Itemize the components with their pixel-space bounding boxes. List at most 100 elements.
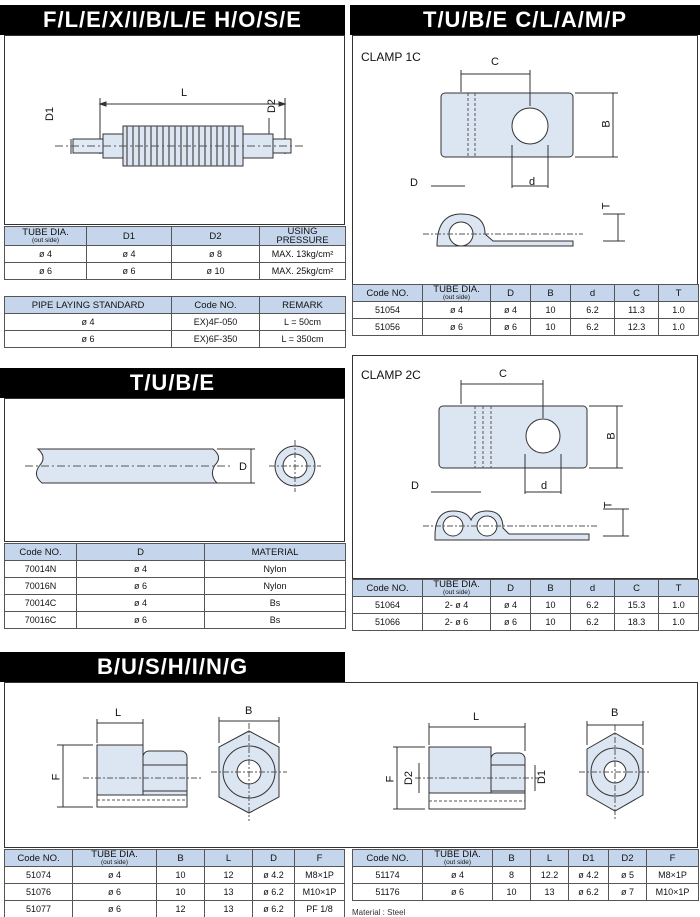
column-header-text: TUBE DIA.: [433, 284, 480, 295]
table-cell: 12.3: [614, 318, 659, 336]
table-cell: ø 5: [608, 866, 647, 884]
tube-title: T/U/B/E: [0, 368, 345, 398]
table-cell: 51054: [352, 301, 423, 319]
table-cell: M10×1P: [294, 883, 345, 901]
table-cell: ø 6: [86, 262, 172, 280]
table-cell: ø 6: [76, 577, 205, 595]
dim-label-D: D: [239, 461, 247, 473]
column-header: PIPE LAYING STANDARD: [4, 296, 172, 314]
table-cell: 51076: [4, 883, 73, 901]
table-cell: 8: [492, 866, 531, 884]
dim-label-d: d: [529, 176, 536, 188]
table-cell: ø 4: [86, 245, 172, 263]
column-header-text: D2: [209, 230, 222, 242]
table-cell: Nylon: [204, 560, 346, 578]
column-header: F: [646, 849, 699, 867]
column-header-subtext: (out side): [443, 859, 472, 866]
column-header-text: D1: [582, 852, 595, 864]
table-cell: ø 6: [490, 318, 531, 336]
tube-clamp-title: T/U/B/E C/L/A/M/P: [350, 5, 700, 35]
table-cell: Bs: [204, 594, 346, 612]
table-cell: Bs: [204, 611, 346, 629]
table-cell: MAX. 25kg/cm²: [259, 262, 346, 280]
column-header: REMARK: [259, 296, 346, 314]
column-header-text: TUBE DIA.: [433, 579, 480, 590]
column-header-text: D1: [122, 230, 136, 242]
column-header: D: [252, 849, 295, 867]
column-header-text: F: [316, 852, 323, 864]
clamp-2c-label: CLAMP 2C: [361, 368, 421, 382]
column-header-text: d: [589, 582, 596, 594]
table-cell: 2- ø 4: [422, 596, 491, 614]
table-cell: 12: [204, 866, 253, 884]
table-cell: 1.0: [658, 301, 699, 319]
table-cell: 1.0: [658, 613, 699, 631]
column-header-text: T: [675, 582, 682, 594]
column-header: TUBE DIA.(out side): [422, 849, 493, 867]
table-cell: ø 6: [4, 330, 172, 348]
column-header: TUBE DIA.(out side): [422, 579, 491, 597]
column-header: Code NO.: [4, 543, 77, 561]
column-header-text: C: [633, 582, 640, 594]
table-cell: ø 6.2: [568, 883, 609, 901]
dim-label-F: F: [50, 773, 63, 781]
column-header-text: Code NO.: [19, 546, 62, 558]
table-cell: 10: [156, 866, 205, 884]
column-header-text: Code NO.: [366, 287, 409, 299]
table-cell: ø 6: [422, 883, 493, 901]
flexible-hose-drawing: [55, 98, 305, 167]
table-cell: 51064: [352, 596, 423, 614]
column-header-subtext: (out side): [442, 589, 471, 596]
table-cell: 6.2: [570, 301, 615, 319]
dim-label-D2: D2: [403, 770, 416, 786]
tube-figure: D: [4, 398, 345, 542]
column-header: B: [156, 849, 205, 867]
column-header: d: [570, 579, 615, 597]
bushing-title: B/U/S/H/I/N/G: [0, 652, 345, 682]
column-header: TUBE DIA.(out side): [4, 226, 87, 246]
clamp-2c-drawing: [423, 380, 629, 541]
table-cell: ø 6: [422, 318, 491, 336]
column-header: T: [658, 284, 699, 302]
column-header-text: TUBE DIA.: [434, 849, 481, 860]
column-header: MATERIAL: [204, 543, 346, 561]
table-cell: ø 10: [171, 262, 260, 280]
table-cell: MAX. 13kg/cm²: [259, 245, 346, 263]
table-cell: 70016C: [4, 611, 77, 629]
material-note: Material : Steel: [352, 908, 406, 917]
column-header-text: B: [547, 582, 554, 594]
column-header: Code NO.: [171, 296, 260, 314]
table-cell: 10: [156, 883, 205, 901]
dim-label-d: d: [541, 480, 548, 492]
bushing-figure: L B F L B F D2 D1: [4, 682, 698, 848]
column-header: Code NO.: [352, 579, 423, 597]
column-header-text: F: [669, 852, 676, 864]
dim-label-F: F: [384, 775, 397, 783]
column-header: F: [294, 849, 345, 867]
column-header-text: d: [589, 287, 596, 299]
table-cell: 51077: [4, 900, 73, 917]
clamp-2c-figure: CLAMP 2C C B D d T: [352, 355, 698, 579]
table-cell: ø 4: [490, 301, 531, 319]
column-header: T: [658, 579, 699, 597]
column-header: C: [614, 579, 659, 597]
table-cell: 6.2: [570, 318, 615, 336]
dim-label-B: B: [245, 705, 253, 717]
column-header-text: Code NO.: [194, 299, 237, 311]
table-cell: 51074: [4, 866, 73, 884]
column-header: D: [490, 579, 531, 597]
column-header-text: PIPE LAYING STANDARD: [31, 299, 145, 311]
column-header: B: [492, 849, 531, 867]
